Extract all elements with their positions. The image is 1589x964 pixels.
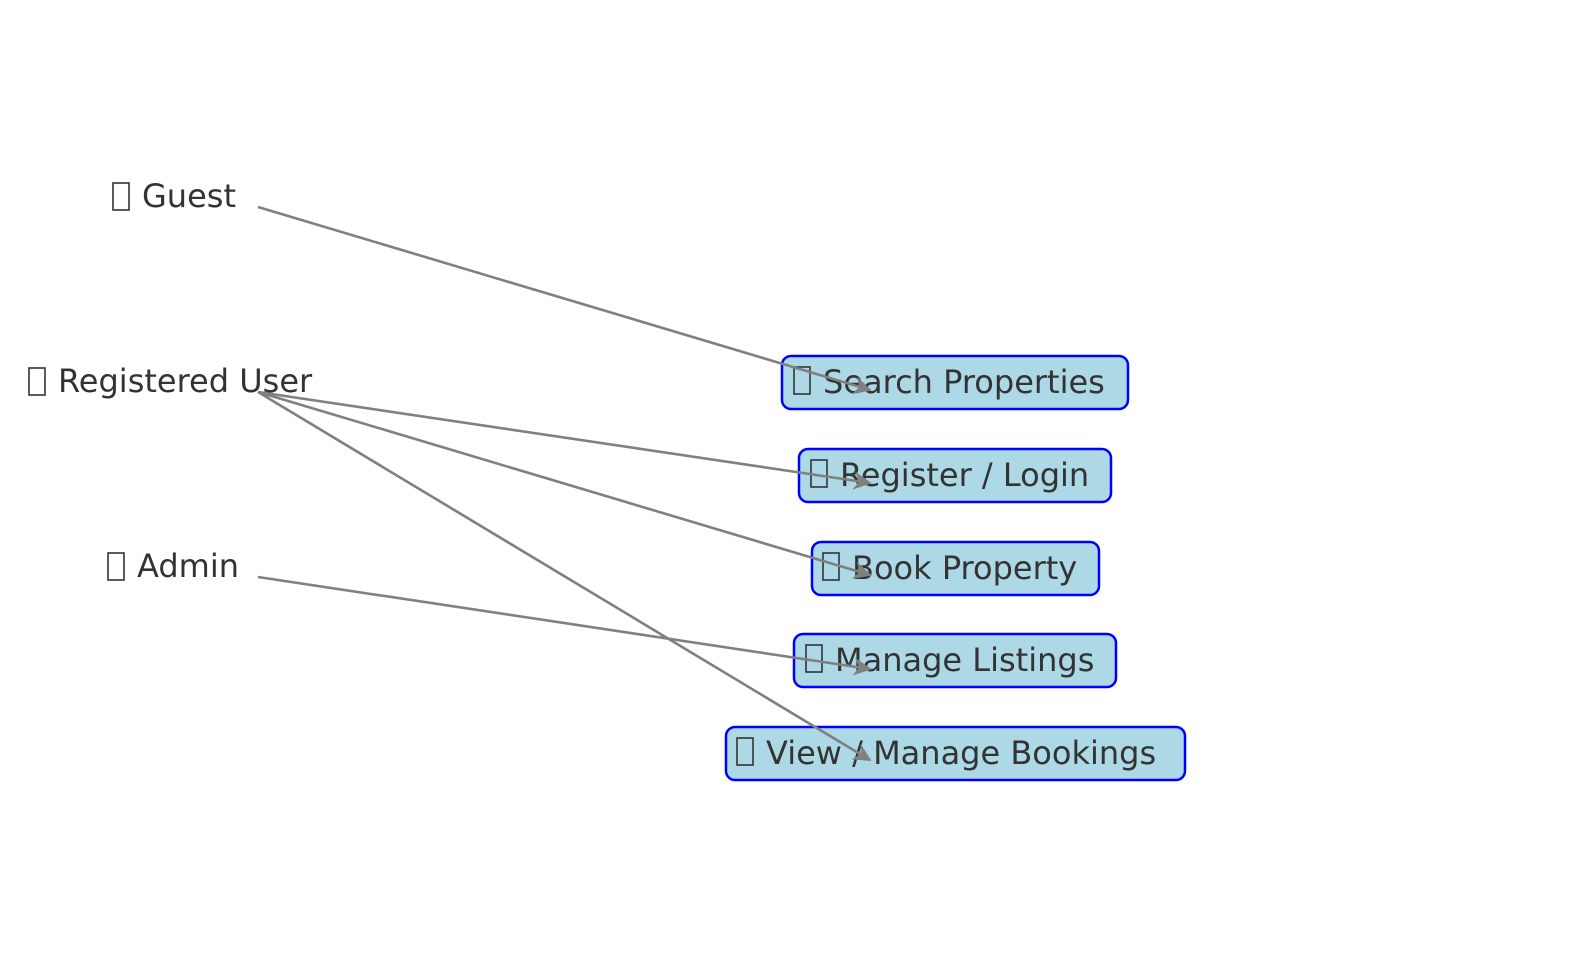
actor-guest: Guest <box>112 177 236 215</box>
use-case-manage-listings: Manage Listings <box>792 632 1118 689</box>
use-case-label: Search Properties <box>823 363 1105 401</box>
missing-glyph-icon <box>107 552 125 581</box>
edge-registered-bookings <box>257 390 872 762</box>
missing-glyph-icon <box>736 737 754 766</box>
use-case-box <box>797 447 1113 504</box>
use-case-search-properties: Search Properties <box>780 354 1130 411</box>
use-case-book-property: Book Property <box>810 540 1101 597</box>
actor-registered-user: Registered User <box>28 362 313 400</box>
use-case-box <box>780 354 1130 411</box>
missing-glyph-icon <box>793 366 811 395</box>
edge-guest-search <box>257 205 872 395</box>
use-case-label: Book Property <box>852 549 1077 587</box>
missing-glyph-icon <box>112 182 130 211</box>
use-case-label: Register / Login <box>840 456 1089 494</box>
use-case-label: View / Manage Bookings <box>766 734 1156 772</box>
edge-registered-book <box>257 390 872 580</box>
actor-label: Registered User <box>58 362 313 400</box>
actor-admin: Admin <box>107 547 239 585</box>
use-case-box <box>724 725 1187 782</box>
actor-label: Admin <box>137 547 239 585</box>
missing-glyph-icon <box>28 367 46 396</box>
edge-admin-listings <box>257 575 872 676</box>
actor-label: Guest <box>142 177 236 215</box>
edge-registered-register <box>257 390 872 490</box>
use-case-box <box>810 540 1101 597</box>
use-case-register-login: Register / Login <box>797 447 1113 504</box>
use-case-label: Manage Listings <box>835 641 1094 679</box>
use-case-view-manage-bookings: View / Manage Bookings <box>724 725 1187 782</box>
use-case-box <box>792 632 1118 689</box>
